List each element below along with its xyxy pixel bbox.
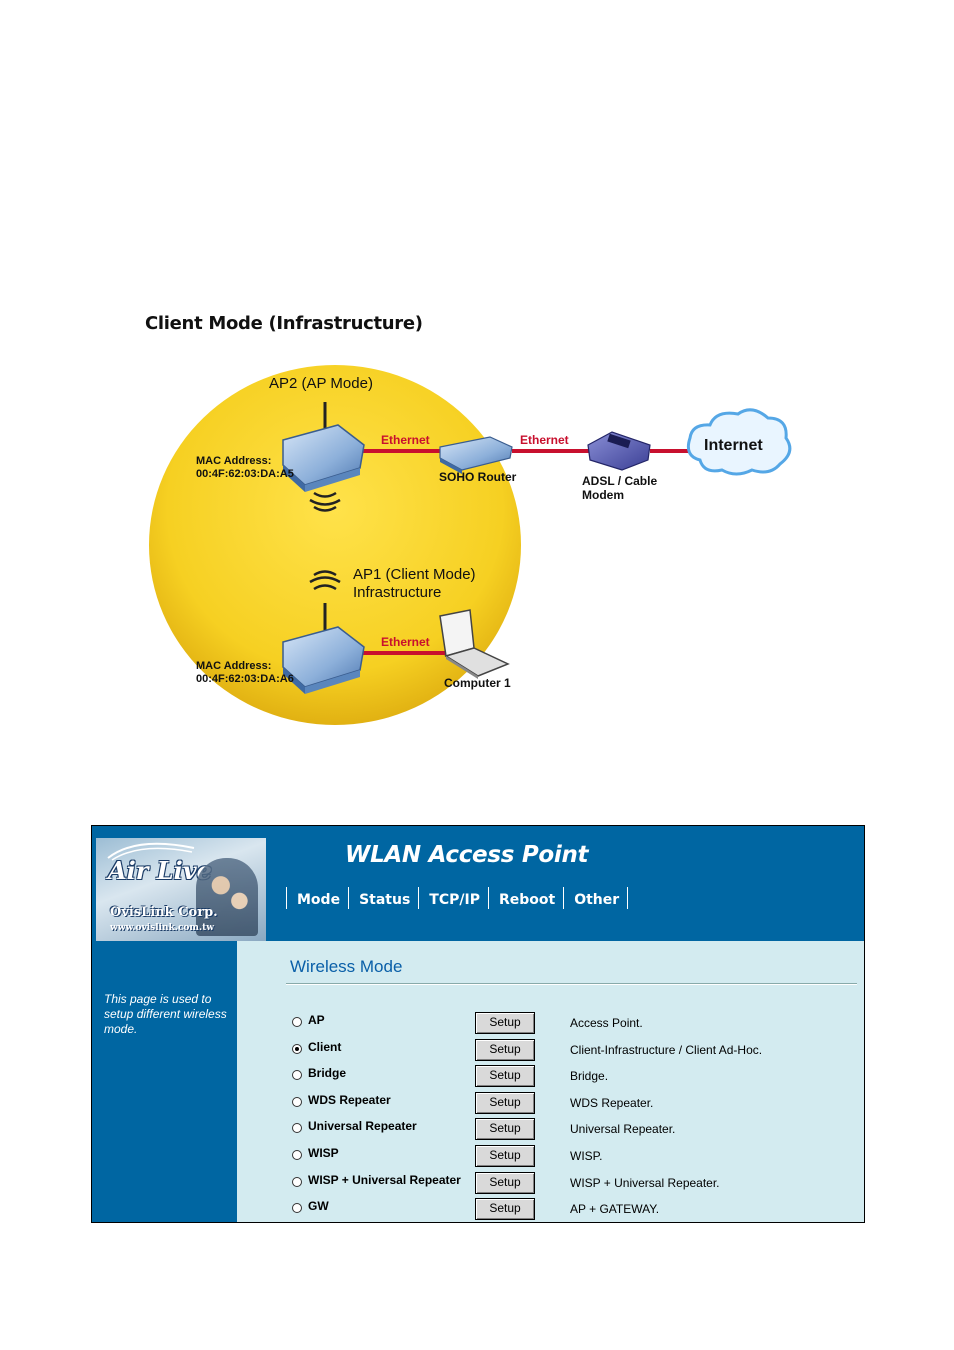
mode-label: AP: [308, 1013, 325, 1027]
mode-description: Client-Infrastructure / Client Ad-Hoc.: [570, 1042, 763, 1057]
nav-status[interactable]: Status: [349, 887, 420, 909]
page-title: Wireless Mode: [290, 957, 403, 976]
ap2-label: AP2 (AP Mode): [269, 375, 373, 392]
mode-description: WDS Repeater.: [570, 1095, 654, 1110]
family-photo-image: [196, 858, 258, 936]
setup-button[interactable]: Setup: [475, 1038, 535, 1061]
diagram-title: Client Mode (Infrastructure): [145, 313, 423, 334]
ap1-label-line2: Infrastructure: [353, 584, 441, 601]
setup-button[interactable]: Setup: [475, 1198, 535, 1221]
mode-radio[interactable]: [292, 1176, 302, 1187]
setup-button[interactable]: Setup: [475, 1171, 535, 1194]
mode-description: Access Point.: [570, 1016, 643, 1030]
ap1-mac-label: MAC Address:: [196, 660, 271, 672]
modem-label-line1: ADSL / Cable: [582, 474, 657, 488]
mode-label: WISP + Universal Repeater: [308, 1172, 461, 1187]
mode-description: WISP + Universal Repeater.: [570, 1175, 720, 1190]
mode-description: AP + GATEWAY.: [570, 1202, 660, 1217]
brand-corp-name: OvisLink Corp.: [110, 905, 218, 920]
network-diagram: AP2 (AP Mode) MAC Address: 00:4F:62:03:D…: [149, 365, 792, 725]
mode-row: Client Setup Client-Infrastructure / Clien…: [292, 1038, 852, 1061]
mode-label: WISP: [308, 1146, 339, 1160]
mode-description: WISP.: [570, 1149, 603, 1163]
title-divider: [286, 983, 857, 985]
ethernet-label-3: Ethernet: [381, 635, 430, 649]
mode-label: Client: [308, 1039, 342, 1054]
internet-cloud-icon: [686, 408, 792, 476]
mode-radio[interactable]: [292, 1150, 302, 1160]
setup-button[interactable]: Setup: [475, 1091, 535, 1114]
modem-label-line2: Modem: [582, 488, 624, 502]
soho-router-icon: [439, 436, 513, 474]
swoosh-icon: [107, 842, 195, 861]
nav-reboot[interactable]: Reboot: [489, 887, 565, 909]
internet-label: Internet: [704, 437, 763, 454]
ap1-label-line1: AP1 (Client Mode): [353, 566, 476, 583]
ethernet-label-2: Ethernet: [520, 433, 569, 447]
ap2-device-icon: [282, 402, 365, 492]
ap1-mac-value: 00:4F:62:03:DA:A6: [196, 673, 294, 685]
mode-row: Universal Repeater Setup Universal Repeate…: [292, 1118, 852, 1141]
mode-radio[interactable]: [292, 1096, 302, 1107]
mode-description: Bridge.: [570, 1069, 609, 1084]
main-nav: Mode Status TCP/IP Reboot Other: [286, 887, 629, 909]
coverage-circle: [149, 365, 521, 725]
computer-laptop-icon: [439, 609, 510, 679]
mode-radio[interactable]: [292, 1070, 302, 1081]
mode-row: Bridge Setup Bridge.: [292, 1065, 852, 1088]
mode-label: GW: [308, 1199, 329, 1214]
modem-icon: [587, 431, 651, 471]
mode-radio[interactable]: [292, 1123, 302, 1134]
brand-logo-panel: Air Live OvisLink Corp. www.ovislink.com…: [96, 838, 266, 941]
nav-tcpip[interactable]: TCP/IP: [419, 887, 489, 909]
mode-label: Universal Repeater: [308, 1119, 417, 1134]
router-label: SOHO Router: [439, 470, 517, 484]
mode-row: WISP + Universal Repeater Setup WISP + Uni…: [292, 1171, 852, 1194]
mode-radio[interactable]: [292, 1043, 302, 1054]
mode-radio[interactable]: [292, 1203, 302, 1214]
mode-radio[interactable]: [292, 1017, 302, 1027]
ap1-device-icon: [282, 603, 365, 694]
airlive-logo: Air Live: [108, 856, 212, 885]
ap2-mac-value: 00:4F:62:03:DA:A5: [196, 468, 294, 480]
header-bar: Air Live OvisLink Corp. www.ovislink.com…: [92, 826, 864, 941]
ap2-signal-icon: [309, 491, 341, 512]
ethernet-label-1: Ethernet: [381, 433, 430, 447]
mode-label: WDS Repeater: [308, 1092, 391, 1107]
mode-description: Universal Repeater.: [570, 1122, 676, 1137]
mode-label: Bridge: [308, 1066, 347, 1081]
ap2-mac-label: MAC Address:: [196, 455, 271, 467]
setup-button[interactable]: Setup: [475, 1065, 535, 1088]
app-title: WLAN Access Point: [345, 842, 589, 868]
mode-row: AP Setup Access Point.: [292, 1012, 852, 1034]
sidebar-help-text: This page is used to setup different wir…: [104, 992, 227, 1036]
wlan-admin-page: Air Live OvisLink Corp. www.ovislink.com…: [91, 825, 865, 1223]
ap1-signal-icon: [309, 570, 341, 591]
setup-button[interactable]: Setup: [475, 1012, 535, 1034]
computer-label: Computer 1: [444, 676, 511, 690]
mode-row: WDS Repeater Setup WDS Repeater.: [292, 1091, 852, 1114]
mode-row: GW Setup AP + GATEWAY.: [292, 1198, 852, 1221]
nav-other[interactable]: Other: [564, 887, 629, 909]
setup-button[interactable]: Setup: [475, 1118, 535, 1141]
nav-mode[interactable]: Mode: [287, 887, 350, 909]
brand-url: www.ovislink.com.tw: [110, 923, 214, 933]
sidebar: This page is used to setup different wir…: [92, 941, 237, 1222]
setup-button[interactable]: Setup: [475, 1145, 535, 1167]
mode-row: WISP Setup WISP.: [292, 1145, 852, 1167]
